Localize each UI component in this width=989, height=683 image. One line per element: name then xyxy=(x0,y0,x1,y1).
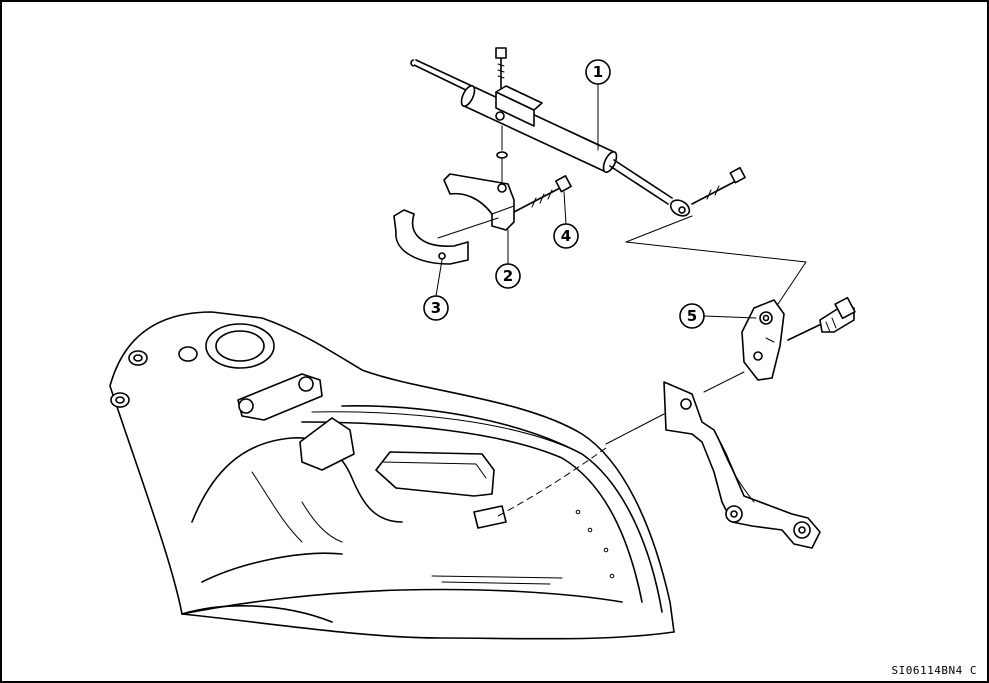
callout-2: 2 xyxy=(496,230,520,288)
callout-1: 1 xyxy=(586,60,610,150)
callout-4-label: 4 xyxy=(561,227,571,245)
figure-code: SI06114BN4 C xyxy=(892,664,977,677)
callout-1-label: 1 xyxy=(593,63,603,81)
clamp-lower xyxy=(394,210,468,264)
damper-bracket xyxy=(742,300,784,380)
clamp-upper xyxy=(444,174,514,230)
callout-2-label: 2 xyxy=(503,267,513,285)
rod-end-bolt xyxy=(692,168,745,204)
callout-3: 3 xyxy=(424,260,448,320)
washer xyxy=(497,152,507,158)
callout-3-label: 3 xyxy=(431,299,441,317)
frame-mount-arm xyxy=(664,382,820,548)
motorcycle-frame xyxy=(110,312,674,639)
bracket-bolt xyxy=(788,298,855,340)
callout-5-label: 5 xyxy=(687,307,697,325)
callout-4: 4 xyxy=(554,192,578,248)
callout-5: 5 xyxy=(680,304,756,328)
